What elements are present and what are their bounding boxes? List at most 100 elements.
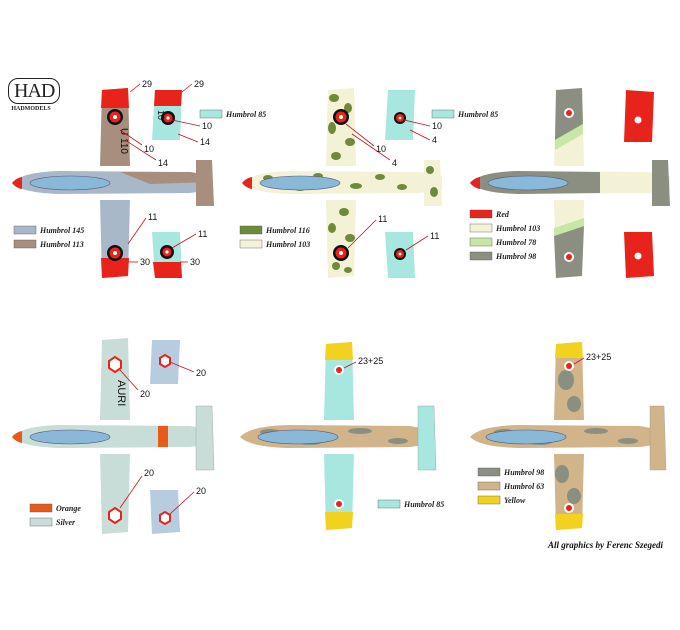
panel-1-callouts: 29 10 14 29 10 14 11 30 11 30 (119, 79, 212, 267)
credit-line: All graphics by Ferenc Szegedi (548, 540, 663, 550)
panel-2-legend-swatch-2 (239, 239, 263, 249)
panel-4-star-lower (108, 506, 122, 525)
panel-2-roundel-lower-center (339, 251, 343, 255)
panel-1-underside-callout-29: 29 (194, 79, 204, 89)
panel-2-legend-label-1: Humbrol 116 (265, 226, 310, 235)
panel-3-roundel-lower-ring (566, 254, 572, 260)
panel-3-legend-swatch-3 (469, 237, 493, 247)
panel-3-underside-roundel-upper (634, 116, 642, 124)
panel-4-underside-star-upper (159, 353, 171, 369)
panel-2-camo-blotches (263, 94, 438, 273)
panel-2-legend-swatch-1 (239, 225, 263, 235)
panel-1-underside-wingtip-upper (154, 90, 182, 106)
panel-4-callout-20-upper: 20 (140, 389, 150, 399)
panel-6-legend: Humbrol 98 Humbrol 63 Yellow (477, 467, 544, 505)
panel-1-callout-30: 30 (140, 257, 150, 267)
panel-3-underside-detail (624, 90, 654, 278)
panel-3-legend-label-1: Red (495, 210, 510, 219)
panel-3-legend-label-2: Humbrol 103 (495, 224, 540, 233)
panel-6-legend-label-1: Humbrol 98 (503, 468, 544, 477)
panel-6-canopy (485, 429, 567, 445)
panel-2-underside-callout-4: 4 (432, 135, 437, 145)
panel-1-underside-label: Humbrol 85 (225, 110, 266, 119)
panel-2-underside-callout-11: 11 (430, 231, 439, 241)
panel-4-upper-wing (100, 338, 130, 420)
panel-6-callout-23-25: 23+25 (586, 352, 611, 362)
panel-6-legend-swatch-2 (477, 481, 501, 491)
panel-5-underside-label: Humbrol 85 (403, 500, 444, 509)
panel-1-canopy (29, 175, 111, 191)
panel-4-underside-callout-20-upper: 20 (196, 368, 206, 378)
panel-2-underside-roundel-upper-center (398, 116, 402, 120)
panel-1-serial: U 110 (118, 128, 129, 154)
panel-5-aircraft (240, 342, 437, 530)
panel-1-underside-detail: 10 (152, 90, 182, 278)
panel-2-nose-tip (242, 177, 252, 189)
panel-1-callout-29: 29 (142, 79, 152, 89)
panel-4-star-upper (108, 355, 122, 374)
panel-1-fuselage-camo (120, 172, 212, 184)
panel-2-canopy (259, 175, 341, 191)
panel-4-fuselage-band (158, 426, 168, 447)
panel-6-roundel-upper-ring (566, 363, 572, 369)
panel-1-nose-tip (12, 177, 22, 189)
panel-1-underside-serial: 10 (156, 110, 166, 120)
panel-6-aircraft (470, 342, 667, 530)
panel-2-callout-11: 11 (378, 214, 387, 224)
panel-6-upper-wingtip (555, 342, 583, 358)
panel-3-lower-wing-band (554, 218, 584, 236)
panel-4-legend-swatch-2 (29, 517, 53, 527)
panel-1-underside-roundel-upper-center (166, 116, 170, 120)
panel-3-underside-wing-upper (624, 90, 654, 142)
panel-1-lower-wingtip (101, 258, 129, 278)
panel-4-underside-detail (150, 340, 180, 534)
panel-4-aircraft: AURI (12, 338, 215, 534)
panel-3-aircraft (470, 88, 670, 278)
panel-5-tailplane (417, 405, 437, 471)
panel-3-roundel-upper-ring (566, 110, 572, 116)
panel-1-roundel-upper-center (113, 115, 117, 119)
panel-2-tailplane (424, 160, 442, 206)
panel-1-underside-callout-11: 11 (198, 229, 207, 239)
panel-4-legend: Orange Silver (29, 503, 81, 527)
panel-1-underside-wingtip-lower (153, 262, 182, 278)
logo-mark: HAD (8, 78, 61, 104)
panel-5-legend: Humbrol 85 (377, 499, 444, 509)
panel-3-legend: Red Humbrol 103 Humbrol 78 Humbrol 98 (469, 209, 540, 261)
panel-1-roundel-lower-center (113, 251, 117, 255)
panel-5-lower-wingtip (325, 512, 353, 530)
panel-1-callout-14: 14 (158, 158, 168, 168)
logo-name: HADMODELS (11, 106, 51, 112)
panel-2-underside-roundel-lower-center (398, 252, 402, 256)
panel-5-upper-wingtip (325, 342, 353, 360)
panel-6-legend-label-3: Yellow (504, 496, 526, 505)
panel-3-legend-label-4: Humbrol 98 (495, 252, 536, 261)
panel-6-legend-swatch-3 (477, 495, 501, 505)
panel-4-lower-wing (100, 454, 130, 534)
panel-6-callouts: 23+25 (573, 352, 611, 365)
panel-5-roundel-lower-ring (336, 501, 342, 507)
panel-5-callouts: 23+25 (343, 356, 383, 369)
panel-1-legend: Humbrol 145 Humbrol 113 Humbrol 85 (13, 109, 266, 249)
panel-1-underside-callout-14: 14 (200, 137, 210, 147)
panel-4-legend-swatch-1 (29, 503, 53, 513)
panel-1-legend-label-2: Humbrol 113 (39, 240, 84, 249)
panel-1-underside-callout-30: 30 (190, 257, 200, 267)
panel-5-callout-23-25: 23+25 (358, 356, 383, 366)
panel-2-underside-callout-10: 10 (432, 121, 442, 131)
panel-2-underside-detail (385, 90, 415, 278)
panel-5-canopy (257, 429, 339, 445)
panel-4-legend-label-2: Silver (56, 518, 76, 527)
panel-1-legend-swatch-1 (13, 225, 37, 235)
panel-6-legend-label-2: Humbrol 63 (503, 482, 544, 491)
panel-2-aircraft (242, 88, 442, 278)
panel-5-roundel-upper-ring (336, 367, 342, 373)
panel-3-tailplane (652, 160, 670, 206)
panel-5-lower-wing (324, 454, 354, 530)
panel-4-nose-tip (12, 431, 22, 443)
panel-4-callouts: 20 20 20 20 (119, 361, 206, 515)
panel-1-callout-10: 10 (144, 144, 154, 154)
panel-2-lower-wing (326, 200, 356, 278)
panel-3-legend-swatch-2 (469, 223, 493, 233)
hadmodels-logo: HAD HADMODELS (8, 78, 61, 112)
